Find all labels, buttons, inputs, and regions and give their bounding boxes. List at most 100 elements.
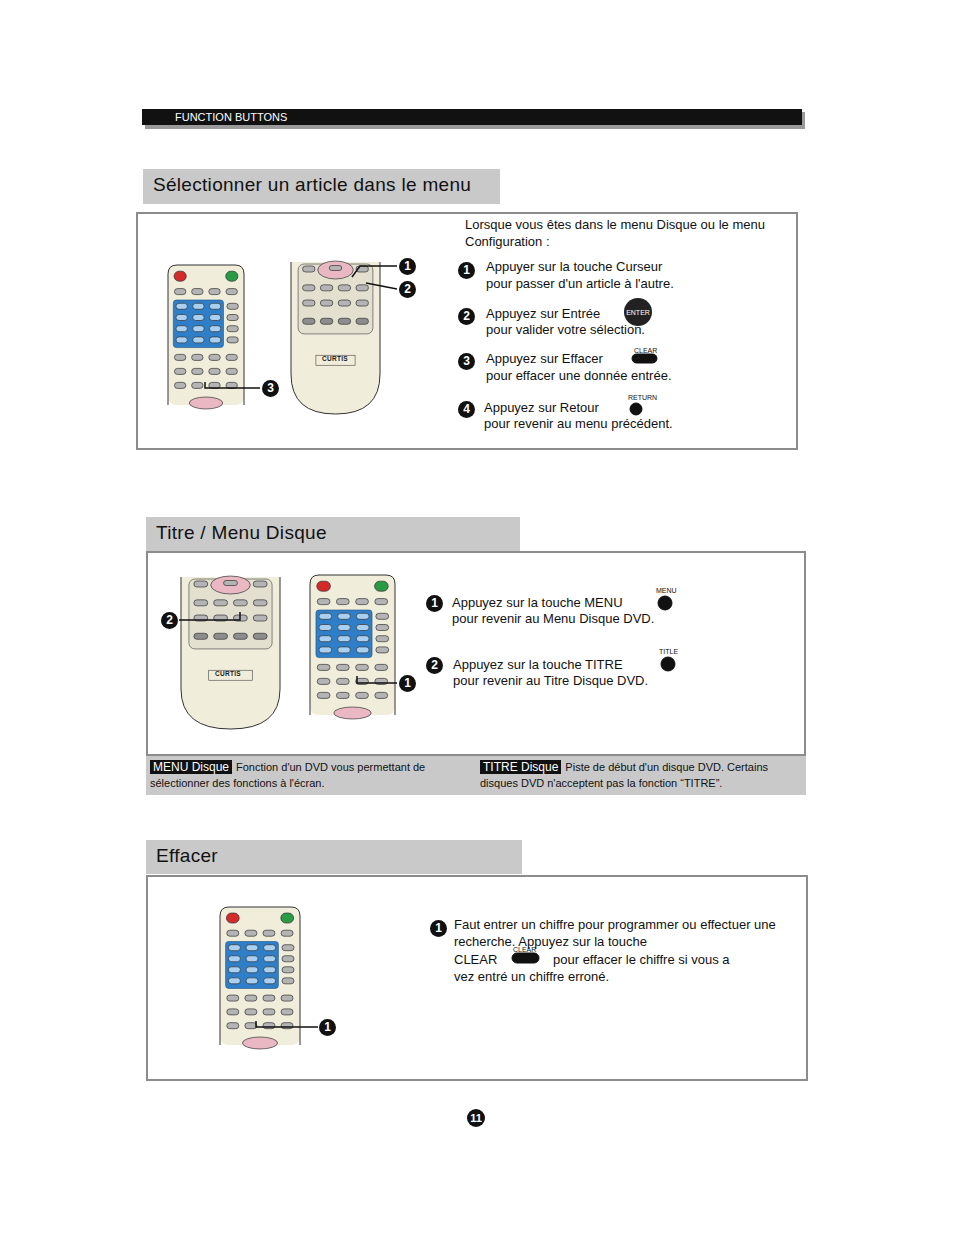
remote-bottom xyxy=(291,261,380,414)
step-item: 1Faut entrer un chiffre pour programmer … xyxy=(430,914,800,994)
remote-key xyxy=(227,315,238,321)
title-button xyxy=(661,657,675,671)
step-item: 1Appuyer sur la touche Curseur pour pass… xyxy=(458,258,758,294)
brand-logo: CURTIS xyxy=(322,356,348,363)
step-item: 2Appuyez sur EntréeENTERpour valider vot… xyxy=(458,302,758,340)
remote-key xyxy=(194,600,208,606)
step-text: pour valider votre sélection. xyxy=(486,322,645,339)
remote-key xyxy=(245,995,257,1001)
remote-key xyxy=(263,930,275,936)
step-number: 1 xyxy=(430,920,447,937)
note-box: MENU DisqueFonction d'un DVD vous permet… xyxy=(146,757,472,793)
remote-key xyxy=(320,285,332,291)
nav-ring xyxy=(242,1037,277,1049)
remote-bottom xyxy=(181,576,280,729)
remote-key xyxy=(174,289,185,295)
callout-number: 1 xyxy=(319,1019,336,1036)
remote-key xyxy=(263,1009,275,1015)
remote-key xyxy=(176,303,187,309)
step-number: 1 xyxy=(426,595,443,612)
remote-body-fill xyxy=(181,577,280,729)
remote-key xyxy=(209,368,220,374)
nav-ring xyxy=(211,576,251,594)
remote-body-fill xyxy=(220,907,300,1045)
remote-key xyxy=(317,678,330,684)
remote-key xyxy=(246,945,258,951)
remote-key xyxy=(317,664,330,670)
clear-button xyxy=(632,354,657,363)
step-text: pour effacer le chiffre si vous a xyxy=(553,952,730,969)
keypad-panel xyxy=(226,942,279,989)
remote-key xyxy=(245,930,257,936)
remote-key xyxy=(214,633,228,639)
section-panel: Effacer1Faut entrer un chiffre pour prog… xyxy=(146,875,808,1081)
remote-key xyxy=(209,289,220,295)
remote-key xyxy=(263,1023,275,1029)
callout-number: 3 xyxy=(262,380,279,397)
step-number: 3 xyxy=(458,353,475,370)
remote-key xyxy=(263,995,275,1001)
remote-key xyxy=(320,300,332,306)
remote-key xyxy=(226,289,237,295)
remote-key xyxy=(253,581,267,587)
remote-key xyxy=(193,337,204,343)
leader-line xyxy=(256,1021,318,1027)
remote-key xyxy=(227,995,239,1001)
remote-key xyxy=(303,300,315,306)
remote-body-outline xyxy=(181,577,280,729)
remote-key xyxy=(281,995,293,1001)
remote-key xyxy=(375,599,388,605)
remote-key xyxy=(174,382,185,388)
remote-key xyxy=(336,692,349,698)
remote-key xyxy=(282,967,294,973)
section-panel: Sélectionner un article dans le menuLors… xyxy=(136,212,798,450)
remote-key xyxy=(281,913,294,923)
remote-key xyxy=(376,636,389,642)
remote-body-fill xyxy=(310,575,395,715)
button-label: CLEAR xyxy=(513,946,536,953)
remote-key xyxy=(214,600,228,606)
remote-body-outline xyxy=(220,907,300,1045)
leader-lines xyxy=(179,266,397,1027)
remote-key xyxy=(376,647,389,653)
step-number: 2 xyxy=(458,308,475,325)
remote-key xyxy=(227,1023,239,1029)
section-heading: Titre / Menu Disque xyxy=(146,517,520,551)
remote-key xyxy=(209,326,220,332)
leader-line xyxy=(352,266,397,277)
step-item: 1Appuyez sur la touche MENUMENUpour reve… xyxy=(426,587,756,629)
remote-key xyxy=(356,318,368,324)
step-text: Appuyez sur la touche MENU xyxy=(452,595,623,612)
remote-key xyxy=(228,956,240,962)
remote-key xyxy=(192,354,203,360)
note-heading: TITRE Disque xyxy=(480,760,561,774)
nav-ring xyxy=(318,261,354,279)
remote-key xyxy=(226,271,238,281)
section-heading: Effacer xyxy=(146,840,522,874)
button-label: MENU xyxy=(656,587,677,594)
remote-body-outline xyxy=(168,265,244,405)
button-label: RETURN xyxy=(628,394,657,401)
remote-key xyxy=(193,303,204,309)
remote-key xyxy=(264,945,276,951)
remote-key xyxy=(228,945,240,951)
remote-key xyxy=(227,930,239,936)
step-text: Appuyez sur la touche TITRE xyxy=(453,657,623,674)
remote-key xyxy=(194,581,208,587)
remote-key xyxy=(338,636,351,642)
section-panel: Titre / Menu Disque1Appuyez sur la touch… xyxy=(146,551,806,756)
step-text: Appuyer sur la touche Curseur pour passe… xyxy=(486,259,686,293)
remote-key xyxy=(174,368,185,374)
remote-key xyxy=(245,1023,257,1029)
step-text: Faut entrer un chiffre pour programmer o… xyxy=(454,917,806,951)
remote-key xyxy=(303,285,315,291)
remote-key xyxy=(228,967,240,973)
remote-key xyxy=(375,664,388,670)
step-text: Appuyez sur Retour xyxy=(484,400,599,417)
remote-key xyxy=(192,289,203,295)
clear-button xyxy=(512,953,539,963)
remote-key xyxy=(356,613,369,619)
remote-key xyxy=(227,303,238,309)
remote-key xyxy=(233,633,247,639)
remote-key xyxy=(303,266,315,272)
